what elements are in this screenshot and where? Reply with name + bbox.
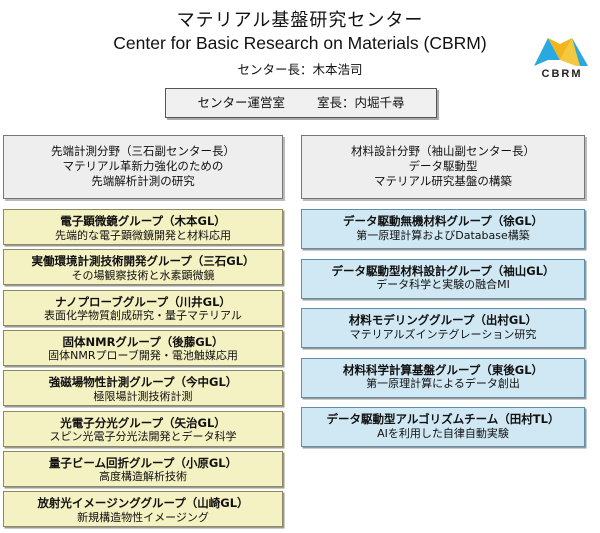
right-division-box: 材料設計分野（袖山副センター長） データ駆動型 マテリアル研究基盤の構築: [301, 135, 585, 199]
cbrm-logo: CBRM: [530, 30, 594, 82]
group-box: データ駆動無機材料グループ（徐GL）第一原理計算およびDatabase構築: [301, 209, 585, 249]
right-division-sub2: マテリアル研究基盤の構築: [374, 174, 512, 188]
group-box: 量子ビーム回折グループ（小原GL）高度構造解析技術: [3, 450, 283, 487]
group-name: 強磁場物性計測グループ（今中GL）: [48, 375, 238, 390]
group-box: データ駆動型材料設計グループ（袖山GL）データ科学と実験の融合MI: [301, 258, 585, 299]
group-name: データ駆動無機材料グループ（徐GL）: [342, 214, 544, 228]
center-director: センター長：木本浩司: [237, 62, 363, 77]
group-description: データ科学と実験の融合MI: [376, 278, 510, 291]
group-description: 先端的な電子顕微鏡開発と材料応用: [55, 228, 231, 242]
office-chief: 室長：内堀千尋: [316, 95, 405, 110]
group-name: 材料モデリンググループ（出村GL）: [348, 313, 538, 327]
group-box: 光電子分光グループ（矢治GL）スピン光電子分光法開発とデータ科学: [3, 410, 283, 447]
left-division-head: 先端計測分野（三石副センター長）: [51, 144, 235, 158]
group-description: AIを利用した自律自動実験: [377, 426, 509, 440]
left-division-sub2: 先端解析計測の研究: [91, 174, 195, 188]
group-name: データ駆動型アルゴリズムチーム（田村TL）: [326, 412, 560, 426]
group-name: 電子顕微鏡グループ（木本GL）: [60, 214, 226, 228]
left-division-box: 先端計測分野（三石副センター長） マテリアル革新力強化のための 先端解析計測の研…: [3, 135, 283, 199]
group-box: 材料科学計算基盤グループ（東後GL）第一原理計算によるデータ創出: [301, 357, 585, 398]
group-name: 材料科学計算基盤グループ（東後GL）: [342, 362, 544, 377]
left-division-sub1: マテリアル革新力強化のための: [62, 159, 224, 173]
group-name: ナノプローブグループ（川井GL）: [55, 294, 231, 309]
group-description: スピン光電子分光法開発とデータ科学: [49, 430, 237, 443]
group-name: 実働環境計測技術開発グループ（三石GL）: [31, 254, 255, 269]
logo-text: CBRM: [541, 68, 583, 80]
management-office: センター運営室 室長：内堀千尋: [165, 88, 437, 118]
right-division-sub1: データ駆動型: [408, 159, 478, 173]
group-box: 材料モデリンググループ（出村GL）マテリアルズインテグレーション研究: [301, 308, 585, 348]
group-description: 高度構造解析技術: [99, 470, 187, 484]
group-description: 第一原理計算によるデータ創出: [366, 377, 520, 390]
group-name: データ駆動型材料設計グループ（袖山GL）: [331, 263, 555, 278]
group-description: 新規構造物性イメージング: [77, 510, 209, 524]
group-box: データ駆動型アルゴリズムチーム（田村TL）AIを利用した自律自動実験: [301, 407, 585, 447]
group-description: 極限場計測技術計測: [93, 389, 193, 403]
header: マテリアル基盤研究センター Center for Basic Research …: [0, 0, 600, 82]
group-name: 光電子分光グループ（矢治GL）: [60, 415, 226, 430]
title-japanese: マテリアル基盤研究センター: [176, 10, 424, 31]
group-description: 第一原理計算およびDatabase構築: [356, 228, 530, 242]
group-box: 固体NMRグループ（後藤GL）固体NMRプローブ開発・電池触媒応用: [3, 329, 283, 366]
group-box: 電子顕微鏡グループ（木本GL）先端的な電子顕微鏡開発と材料応用: [3, 209, 283, 245]
group-box: 実働環境計測技術開発グループ（三石GL）その場観察技術と水素顕微鏡: [3, 249, 283, 286]
group-description: その場観察技術と水素顕微鏡: [71, 268, 215, 282]
group-box: 放射光イメージンググループ（山崎GL）新規構造物性イメージング: [3, 491, 283, 528]
logo-mark-icon: [534, 38, 588, 66]
group-description: 表面化学物質創成研究・量子マテリアル: [44, 309, 242, 323]
group-box: 強磁場物性計測グループ（今中GL）極限場計測技術計測: [3, 370, 283, 407]
title-english: Center for Basic Research on Materials (…: [113, 33, 487, 53]
group-description: マテリアルズインテグレーション研究: [349, 327, 537, 341]
group-box: ナノプローブグループ（川井GL）表面化学物質創成研究・量子マテリアル: [3, 289, 283, 326]
group-description: 固体NMRプローブ開発・電池触媒応用: [48, 349, 238, 363]
office-name: センター運営室: [197, 95, 286, 110]
group-name: 放射光イメージンググループ（山崎GL）: [37, 496, 249, 511]
group-name: 量子ビーム回折グループ（小原GL）: [48, 455, 238, 470]
group-name: 固体NMRグループ（後藤GL）: [62, 334, 224, 349]
right-division-head: 材料設計分野（袖山副センター長）: [351, 144, 535, 158]
